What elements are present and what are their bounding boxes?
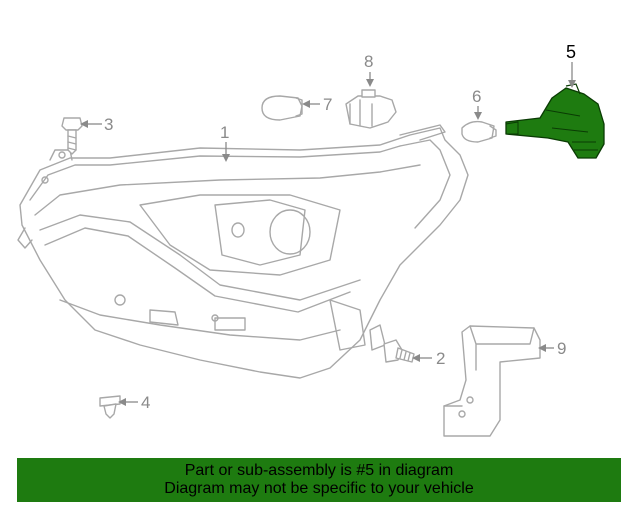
callout-7: 7 [323, 95, 333, 114]
wedge-bulb-drawing [261, 95, 303, 121]
leader-lines [80, 62, 576, 406]
callout-3: 3 [104, 115, 114, 134]
screw-drawing [61, 117, 83, 155]
bracket-drawing [443, 325, 541, 437]
bolt-drawing [383, 339, 415, 363]
callout-4: 4 [141, 393, 151, 412]
banner-line-1: Part or sub-assembly is #5 in diagram [184, 462, 454, 479]
callout-5: 5 [566, 42, 577, 62]
socket-wire-drawing [505, 83, 605, 159]
callout-2: 2 [436, 349, 446, 368]
marker-bulb-drawing [461, 120, 497, 143]
callout-8: 8 [364, 52, 374, 71]
parts-diagram [17, 62, 605, 437]
headlamp-assembly-drawing [17, 124, 469, 379]
headlamp-bulb-drawing [345, 89, 397, 129]
clip-drawing [99, 395, 121, 419]
banner-line-2: Diagram may not be specific to your vehi… [164, 480, 474, 497]
part-info-banner: Part or sub-assembly is #5 in diagram Di… [17, 458, 621, 502]
callout-6: 6 [472, 87, 482, 106]
callout-1: 1 [220, 123, 230, 142]
callout-9: 9 [557, 339, 567, 358]
